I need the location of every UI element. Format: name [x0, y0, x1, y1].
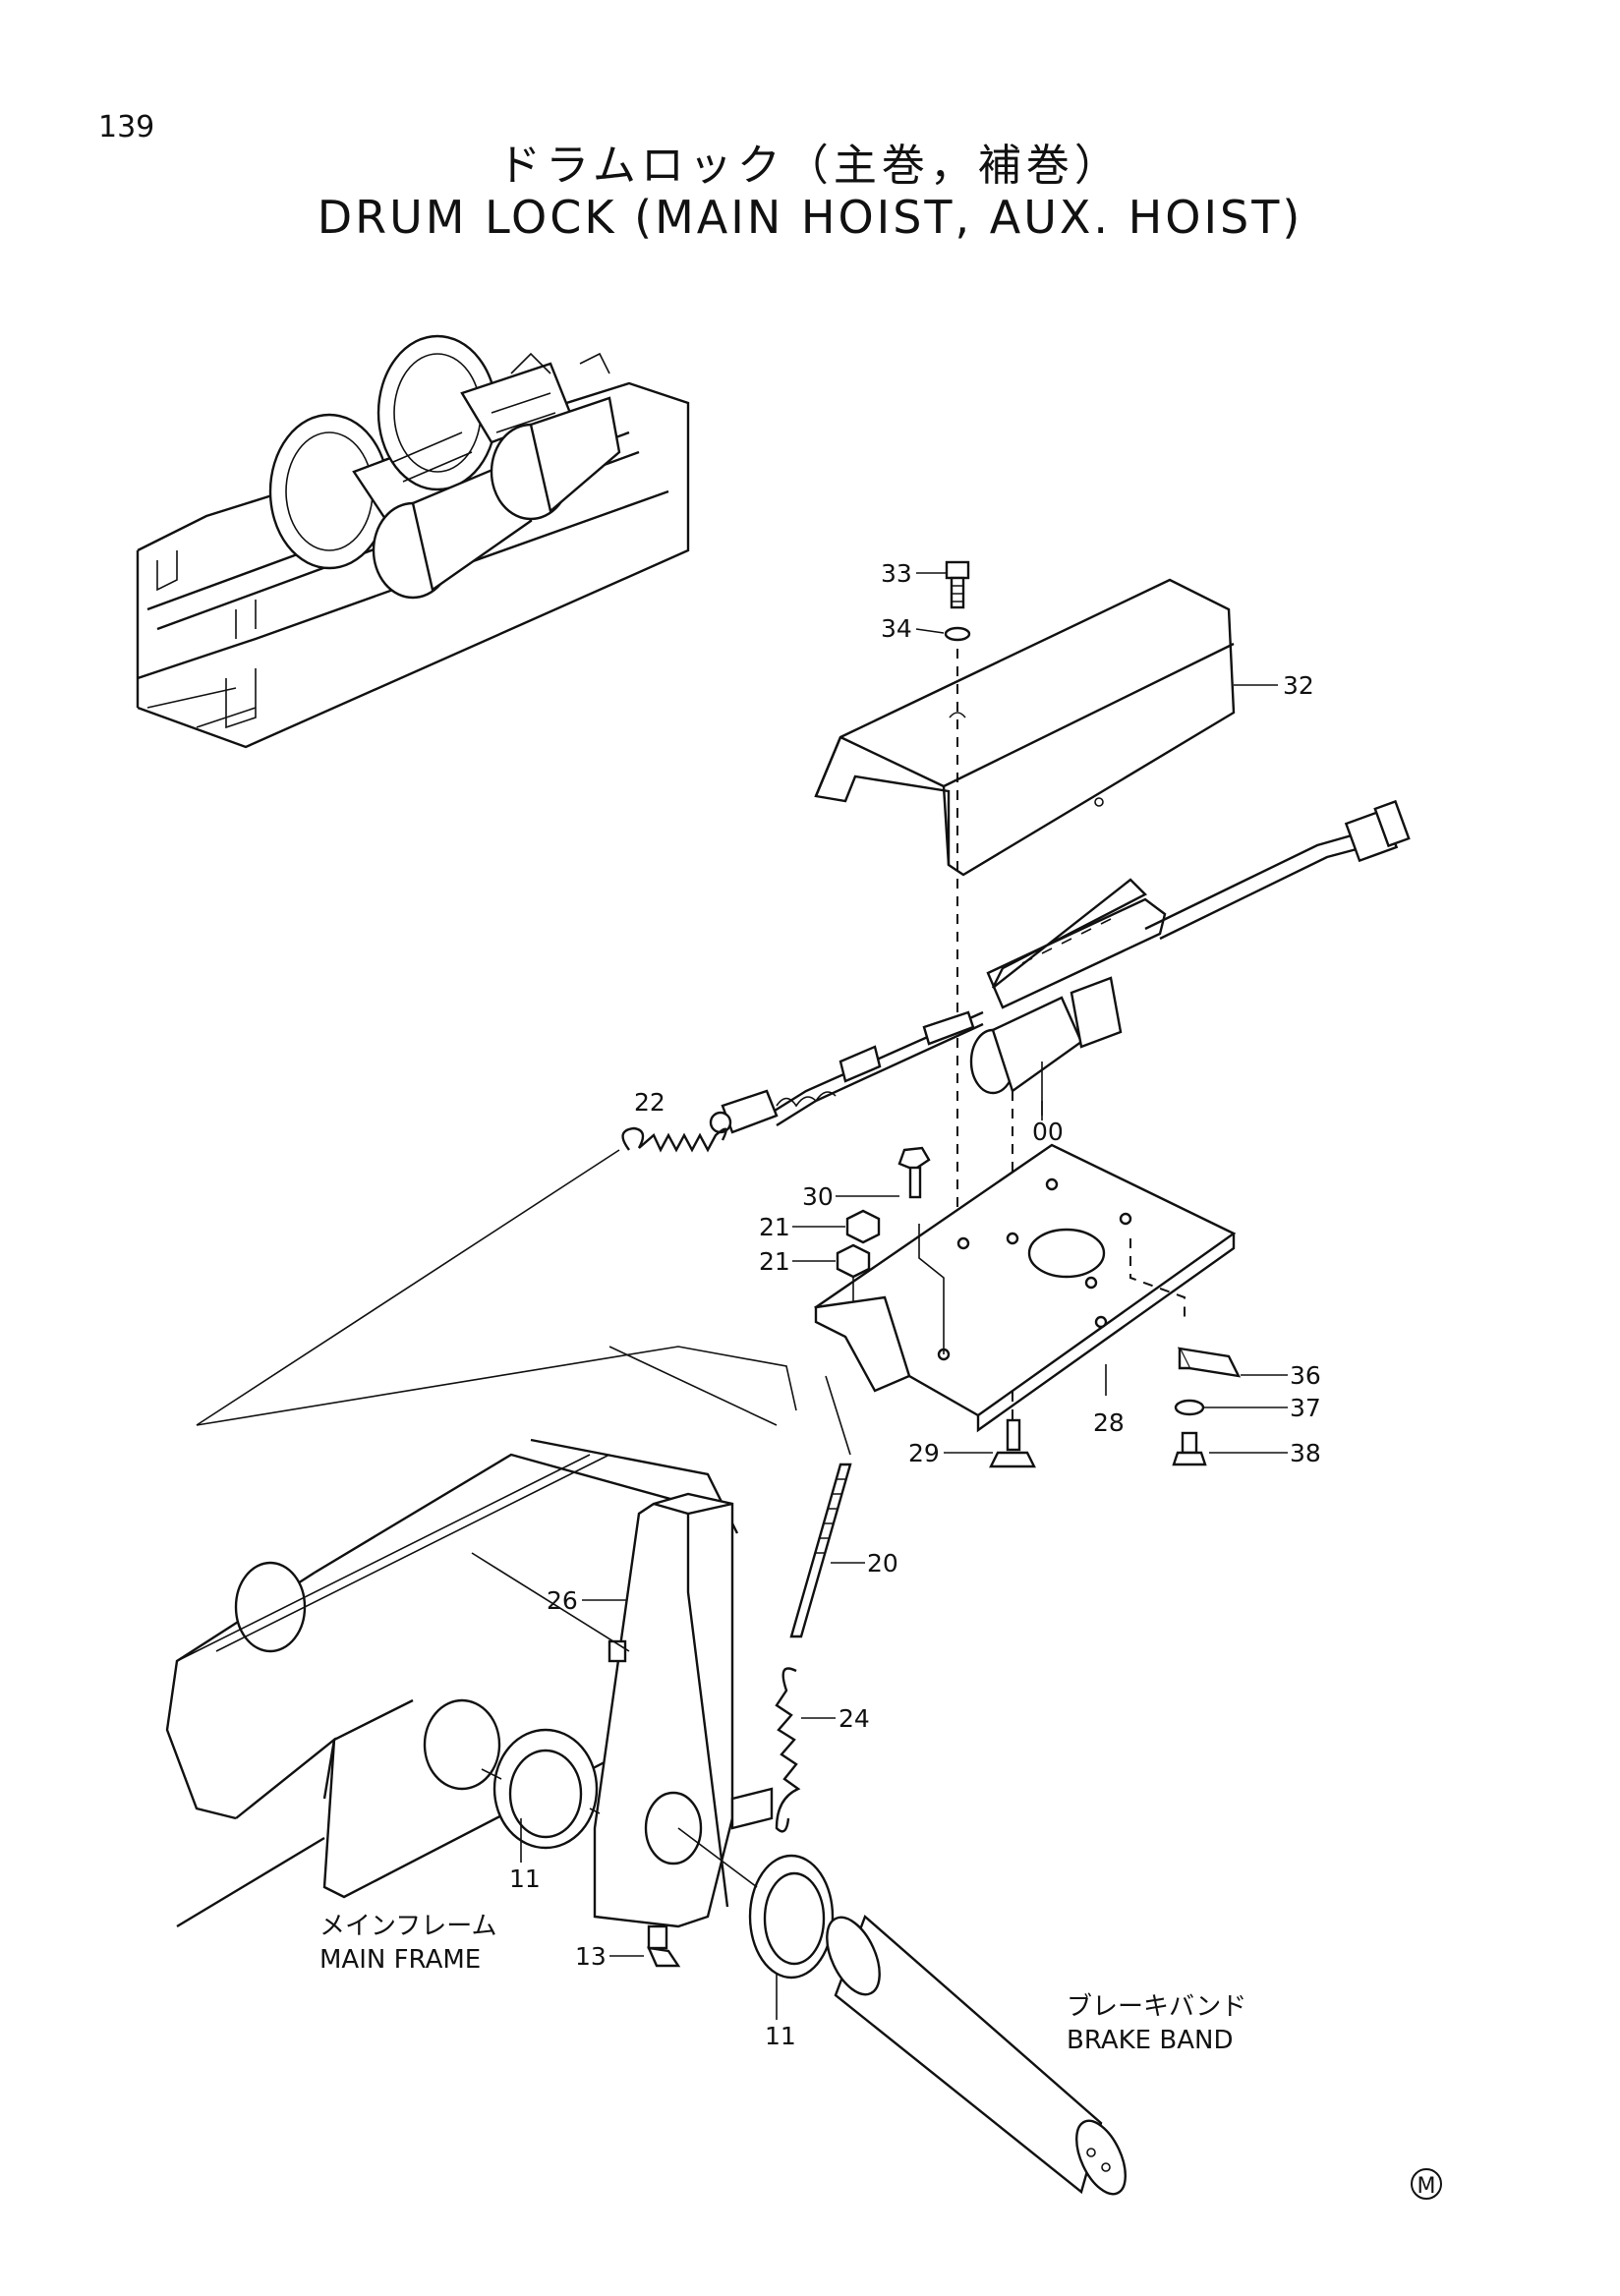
label-38: 38	[1290, 1439, 1321, 1467]
thrust-washer-right	[748, 1854, 835, 1980]
nut-upper	[845, 1209, 881, 1244]
main-frame-label-jp: メインフレーム	[319, 1912, 496, 1941]
label-36: 36	[1290, 1361, 1321, 1390]
spring-leader-line	[196, 1149, 620, 1426]
thrust-washer-left	[492, 1728, 599, 1850]
label-11-right: 11	[765, 2022, 796, 2050]
cover-bolt	[945, 560, 970, 609]
page-title: DRUM LOCK (MAIN HOIST, AUX. HOIST)	[317, 191, 1303, 244]
actuator-assembly	[709, 799, 1411, 1134]
svg-text:M: M	[1418, 2174, 1436, 2199]
label-28: 28	[1093, 1408, 1125, 1437]
brake-band-label: BRAKE BAND	[1067, 2026, 1233, 2055]
label-13: 13	[575, 1942, 607, 1971]
brake-band-label-jp: ブレーキバンド	[1067, 1992, 1246, 2022]
spring-upper	[621, 1126, 727, 1153]
label-30: 30	[802, 1182, 834, 1211]
rod-leader	[825, 1375, 851, 1456]
grease-fitting	[647, 1924, 681, 1968]
label-24: 24	[839, 1704, 870, 1733]
leader-lines	[520, 572, 1288, 2020]
label-11-left: 11	[509, 1865, 541, 1893]
drum-lock-lever	[593, 1492, 774, 1928]
page-title-japanese: ドラムロック（主巻，補巻）	[497, 141, 1123, 191]
label-21-upper: 21	[759, 1213, 790, 1241]
page-number: 139	[98, 110, 155, 144]
circled-m-mark: M	[1411, 2168, 1442, 2200]
bracket-clip	[1177, 1347, 1242, 1378]
label-32: 32	[1283, 671, 1314, 700]
main-frame-label: MAIN FRAME	[319, 1945, 481, 1975]
main-frame	[165, 1346, 797, 1928]
label-33: 33	[881, 559, 912, 588]
label-22: 22	[634, 1088, 665, 1117]
spring-lower	[775, 1667, 801, 1833]
clip-washer	[1174, 1399, 1205, 1416]
label-37: 37	[1290, 1394, 1321, 1422]
label-26: 26	[547, 1586, 578, 1615]
inset-drum-overview	[136, 334, 690, 749]
cover-plate	[814, 578, 1236, 877]
part-labels: 33 34 32 22 00 30 21 21 36 37 28 29 38 2…	[509, 559, 1321, 2050]
label-29: 29	[908, 1439, 940, 1467]
lever-leader	[471, 1552, 630, 1652]
label-00: 00	[1032, 1118, 1064, 1146]
label-34: 34	[881, 614, 912, 643]
nut-lower	[836, 1243, 871, 1279]
base-bracket	[814, 1143, 1237, 1433]
bracket-bolt-lower	[989, 1418, 1036, 1468]
cover-washer	[944, 626, 971, 642]
bracket-bolt	[897, 1146, 931, 1199]
label-20: 20	[867, 1549, 898, 1578]
bolt-30-path	[918, 1224, 945, 1354]
adjusting-rod	[789, 1463, 852, 1638]
clip-bolt	[1172, 1431, 1207, 1466]
label-21-lower: 21	[759, 1247, 790, 1276]
brake-band	[826, 1914, 1127, 2196]
